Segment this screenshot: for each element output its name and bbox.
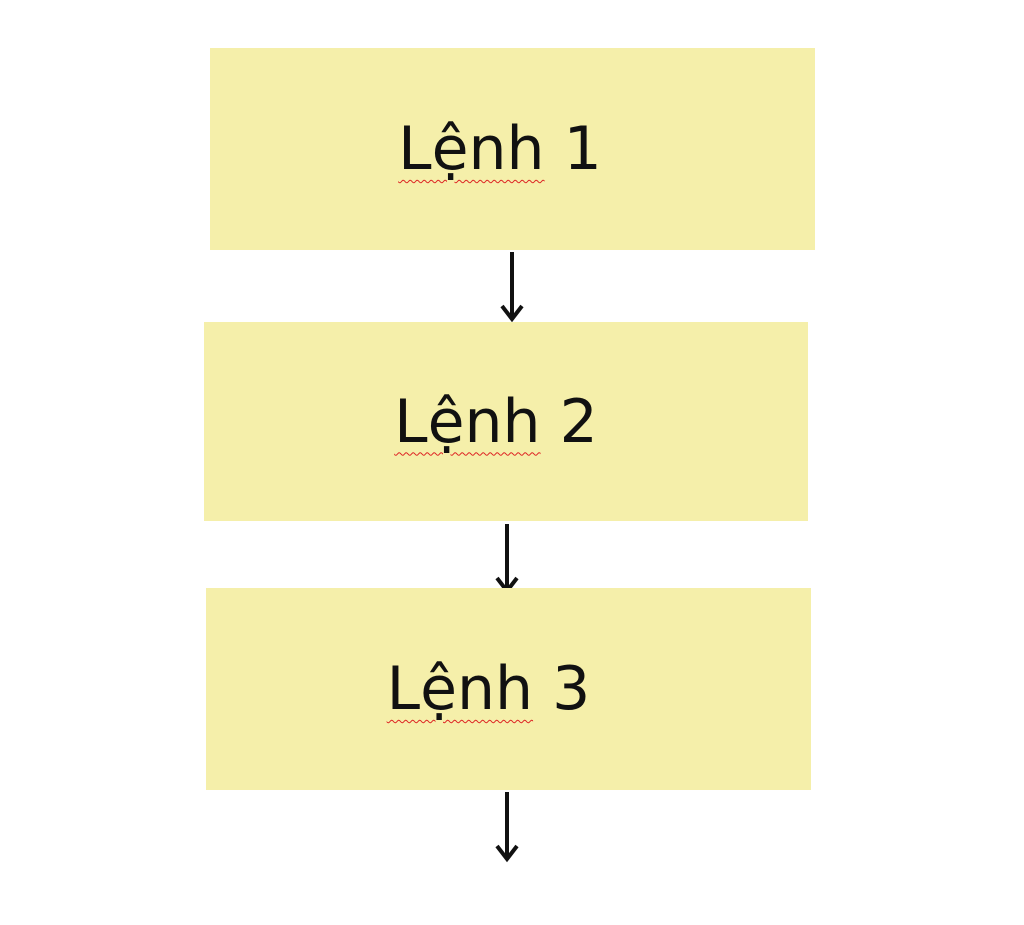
step-number: 2 <box>559 386 598 457</box>
step-number: 1 <box>563 114 602 184</box>
step-word: Lệnh <box>394 386 541 457</box>
arrow-down-icon <box>495 524 519 595</box>
step-word: Lệnh <box>398 114 545 184</box>
arrow-down-icon <box>500 252 524 323</box>
step-label-2: Lệnh 2 <box>394 387 598 457</box>
step-label-1: Lệnh 1 <box>398 114 602 184</box>
step-box-2: Lệnh 2 <box>204 322 808 521</box>
step-box-1: Lệnh 1 <box>210 48 815 250</box>
step-label-3: Lệnh 3 <box>387 654 591 724</box>
arrow-down-icon <box>495 792 519 863</box>
step-number: 3 <box>552 654 591 724</box>
step-word: Lệnh <box>386 654 534 724</box>
step-box-3: Lệnh 3 <box>206 588 811 790</box>
